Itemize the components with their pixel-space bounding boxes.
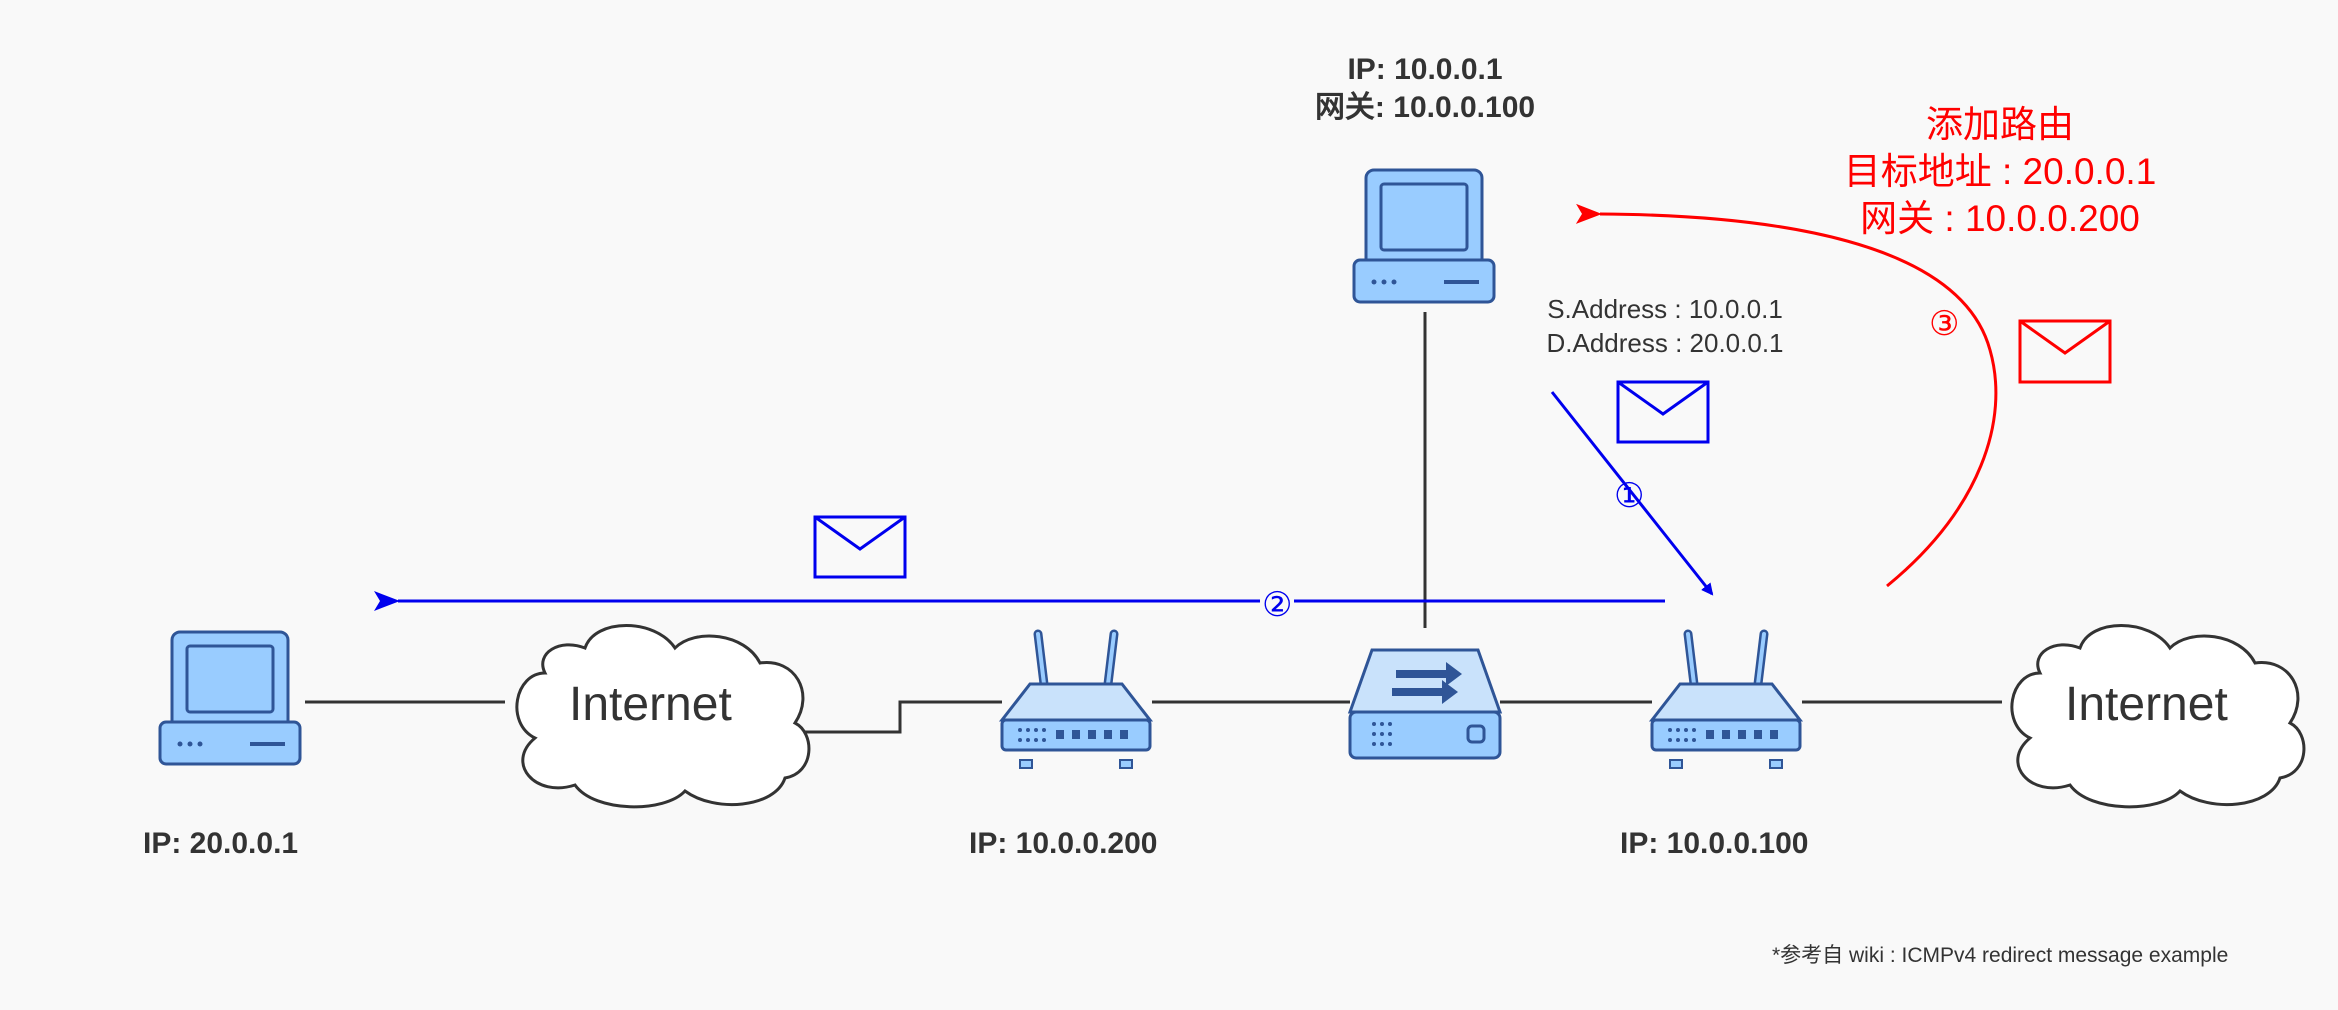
link-cloud-router-left [797, 700, 1002, 734]
step3-arrow [1575, 203, 1998, 588]
router-right-ip-label: IP: 10.0.0.100 [1620, 827, 1809, 860]
route-note: 添加路由 目标地址 : 20.0.0.1 网关 : 10.0.0.200 [1790, 101, 2210, 242]
switch-icon [1347, 648, 1503, 760]
step1-arrow [1550, 391, 1714, 596]
pc-top-ip-label: IP: 10.0.0.1 [1347, 53, 1503, 86]
envelope-icon [2018, 319, 2112, 384]
computer-icon [158, 630, 302, 766]
connection-lines [305, 312, 2002, 734]
router-icon [998, 629, 1154, 769]
cloud-icon [2010, 624, 2306, 809]
step-2-marker: ② [1260, 585, 1295, 625]
pc-top-gateway-label: 网关: 10.0.0.100 [1314, 91, 1536, 124]
envelope-icon [813, 515, 907, 579]
footnote: *参考自 wiki : ICMPv4 redirect message exam… [1772, 944, 2229, 967]
computer-icon [1352, 168, 1496, 304]
router-left-ip-label: IP: 10.0.0.200 [969, 827, 1158, 860]
packet-source-address: S.Address : 10.0.0.1 [1547, 294, 1783, 324]
step-3-marker: ③ [1929, 305, 1960, 343]
envelope-icon [1616, 380, 1710, 444]
step-1-marker: ① [1614, 477, 1645, 515]
route-note-title: 添加路由 [1926, 104, 2074, 145]
packet-destination-address: D.Address : 20.0.0.1 [1546, 328, 1784, 358]
route-note-target: 目标地址 : 20.0.0.1 [1843, 151, 2157, 192]
pc-top-label: IP: 10.0.0.1 网关: 10.0.0.100 [1240, 51, 1610, 127]
cloud-left-label: Internet [569, 678, 732, 731]
cloud-icon [515, 624, 811, 809]
cloud-right-label: Internet [2065, 678, 2228, 731]
packet-info: S.Address : 10.0.0.1 D.Address : 20.0.0.… [1490, 292, 1840, 360]
router-icon [1648, 629, 1804, 769]
pc-left-ip-label: IP: 20.0.0.1 [143, 827, 299, 860]
route-note-gateway: 网关 : 10.0.0.200 [1860, 198, 2140, 239]
